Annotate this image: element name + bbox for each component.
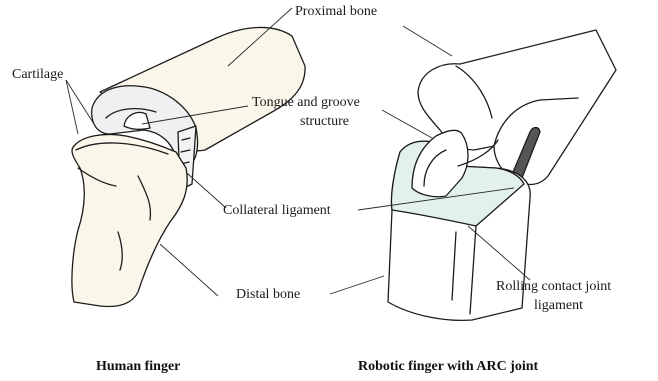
label-rolling-contact-line2: ligament	[534, 298, 583, 313]
label-rolling-contact-line1: Rolling contact joint	[496, 279, 611, 294]
robotic-finger-illustration	[388, 30, 616, 320]
label-cartilage: Cartilage	[12, 67, 63, 82]
leader-proximal-bone-robot	[403, 26, 452, 56]
label-tongue-groove-line2: structure	[300, 114, 349, 129]
leader-distal-robot	[330, 276, 384, 294]
leader-tongue-robot	[382, 110, 432, 138]
leader-cartilage-a	[66, 80, 78, 134]
caption-robotic-finger: Robotic finger with ARC joint	[358, 359, 539, 374]
leader-collateral-human	[188, 174, 226, 208]
human-distal-bone	[72, 134, 187, 306]
leader-distal-human	[160, 244, 218, 296]
label-collateral-ligament: Collateral ligament	[223, 203, 331, 218]
label-distal-bone: Distal bone	[236, 287, 300, 302]
label-proximal-bone: Proximal bone	[295, 4, 377, 19]
caption-human-finger: Human finger	[96, 359, 180, 374]
label-tongue-groove-line1: Tongue and groove	[252, 95, 360, 110]
leader-cartilage-b	[66, 80, 94, 124]
human-finger-illustration	[72, 27, 305, 306]
captions: Human finger Robotic finger with ARC joi…	[96, 359, 539, 374]
